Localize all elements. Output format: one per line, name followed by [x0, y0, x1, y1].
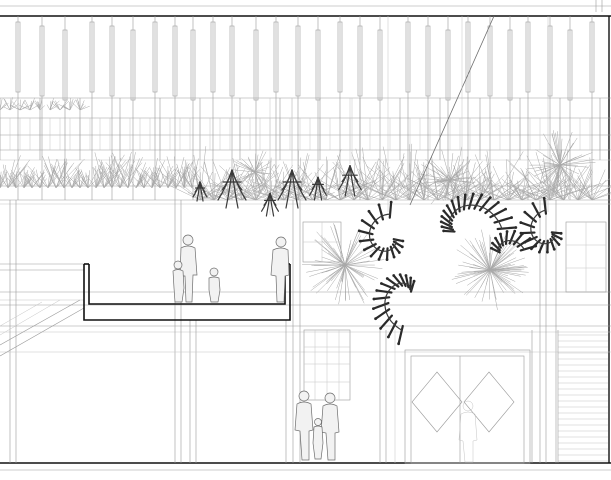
person-figure — [172, 260, 185, 303]
person-figure — [270, 236, 290, 303]
roof-hanger — [130, 16, 136, 200]
roof-hanger — [425, 16, 431, 200]
ground-people — [294, 390, 478, 463]
spiral-sculpture — [439, 192, 518, 233]
grass-tuft — [0, 98, 9, 111]
grass-tuft — [34, 98, 45, 111]
roof-hanger — [487, 16, 493, 200]
grass-tuft — [3, 97, 20, 111]
stair-lines — [557, 330, 608, 463]
plant-burst — [232, 150, 272, 193]
grass-tuft — [9, 99, 32, 111]
lower-structure — [0, 200, 611, 464]
window-grid — [0, 97, 611, 205]
grass-tuft — [51, 99, 70, 111]
plant-burst — [451, 229, 529, 311]
grass-tuft — [0, 155, 31, 189]
roof-hanger — [337, 16, 343, 200]
child-figure — [312, 418, 324, 460]
roof-hanger — [89, 16, 95, 200]
roof-hanger — [445, 16, 451, 200]
suspended-sculpture — [277, 98, 307, 209]
grass-tuft — [49, 158, 83, 189]
grass-tuft — [133, 168, 156, 189]
roof-hanger — [295, 16, 301, 200]
roof-hanger — [525, 16, 531, 200]
person-figure — [320, 392, 340, 461]
roof-hanger — [507, 16, 513, 200]
vegetation-haze — [0, 97, 611, 311]
spiral-sculpture — [372, 273, 416, 346]
suspended-sculpture — [261, 98, 279, 217]
grass-tuft — [105, 152, 143, 189]
ghost-figure — [458, 400, 478, 463]
roof-hangers — [15, 16, 595, 200]
spiral-sculpture — [489, 229, 538, 254]
plant-burst — [302, 223, 385, 305]
grass-tuft — [60, 169, 83, 189]
grass-tuft — [68, 167, 88, 189]
grass-tuft — [75, 166, 100, 189]
person-figure — [294, 390, 314, 461]
suspended-sculpture — [217, 98, 247, 209]
grass-tuft — [26, 169, 47, 189]
grass-tuft — [70, 98, 90, 111]
roof-hanger — [210, 16, 216, 200]
grass-tuft — [18, 97, 39, 111]
plant-burst — [526, 130, 596, 200]
grass-tuft — [58, 97, 76, 111]
roof-hanger — [190, 16, 196, 200]
plant-burst — [418, 149, 476, 206]
suspended-sculpture — [309, 98, 327, 201]
roof-hanger — [405, 16, 411, 200]
roof-hanger — [273, 16, 279, 200]
spiral-sculptures — [357, 16, 563, 346]
person-figure — [179, 234, 198, 303]
suspended-sculpture — [192, 98, 208, 202]
child-figure — [208, 267, 221, 303]
roof-hanger — [152, 16, 158, 200]
spiral-sculpture — [357, 200, 405, 261]
suspended-sculpture — [338, 98, 362, 197]
roof-hanger — [567, 16, 573, 200]
balcony-people — [172, 234, 290, 303]
suspended-small-sculptures — [192, 98, 362, 217]
